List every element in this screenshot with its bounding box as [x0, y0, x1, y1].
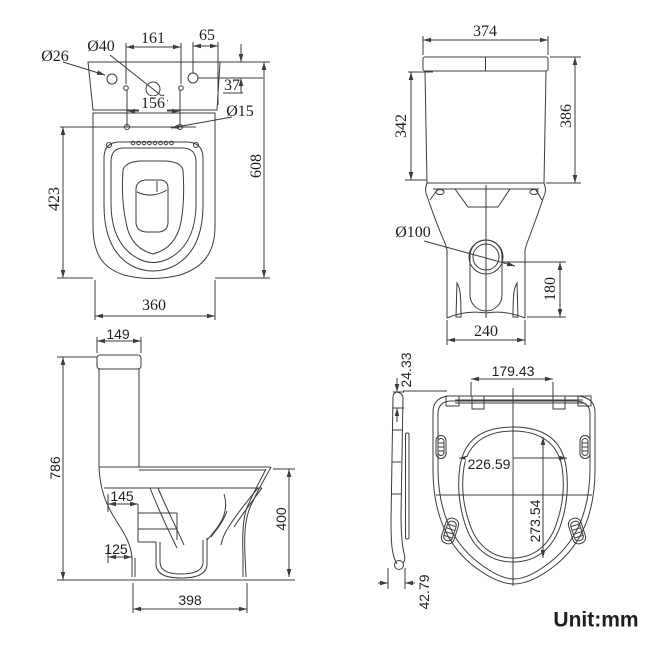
dim-front-seat-hole-spacing: 156	[139, 95, 167, 112]
dim-rear-outlet-dia: Ø100	[395, 224, 431, 241]
seat-bumper	[440, 517, 460, 545]
dim-rear-tank-total-height: 386	[558, 104, 575, 128]
dim-seat-opening-width: 226.59	[465, 456, 513, 472]
dim-seat-hinge-spacing: 179.43	[491, 363, 535, 379]
dim-front-width: 360	[142, 297, 166, 314]
dim-side-outlet-setback: 125	[104, 541, 128, 557]
dim-side-bowl-height: 400	[273, 507, 289, 531]
dim-side-inlet-depth: 145	[110, 488, 134, 504]
dim-front-hole-spacing: 161	[141, 30, 165, 47]
front-view-dimension-lines	[57, 42, 270, 320]
front-view-outline	[87, 61, 221, 279]
seat-profile-outline	[390, 391, 410, 570]
seat-bumper	[435, 435, 447, 459]
dim-side-total-height: 786	[47, 456, 63, 480]
dim-rear-base-width: 240	[474, 323, 498, 340]
rear-view-outline	[422, 56, 549, 319]
dim-rear-tank-width: 374	[473, 23, 497, 40]
dim-seat-profile-bottom: 42.79	[416, 574, 432, 610]
seat-bumper	[579, 435, 591, 459]
dim-front-valve-dia: Ø40	[87, 38, 115, 55]
seat-top-outline	[432, 388, 596, 586]
seat-bumper	[567, 517, 587, 545]
dim-front-edge-offset: 65	[199, 27, 215, 44]
dim-front-total-height: 608	[248, 154, 265, 178]
dim-side-base-depth: 398	[178, 592, 202, 608]
dim-front-seat-hole-dia: Ø15	[226, 103, 254, 120]
dim-front-hole-left-dia: Ø26	[41, 48, 69, 65]
side-view-outline	[57, 354, 295, 581]
dim-front-top-offset: 37	[224, 77, 240, 94]
dim-seat-thickness: 24.33	[398, 352, 414, 388]
dim-side-lid-width: 149	[106, 326, 130, 342]
dim-front-bowl-length: 423	[46, 187, 63, 211]
unit-label: Unit:mm	[553, 608, 639, 632]
side-view-dimension-lines	[57, 337, 295, 613]
rear-view-dimension-lines	[405, 36, 581, 345]
dim-rear-tank-height: 342	[393, 114, 410, 138]
dim-seat-opening-length: 273.54	[527, 497, 543, 545]
dim-rear-outlet-height: 180	[542, 277, 559, 301]
